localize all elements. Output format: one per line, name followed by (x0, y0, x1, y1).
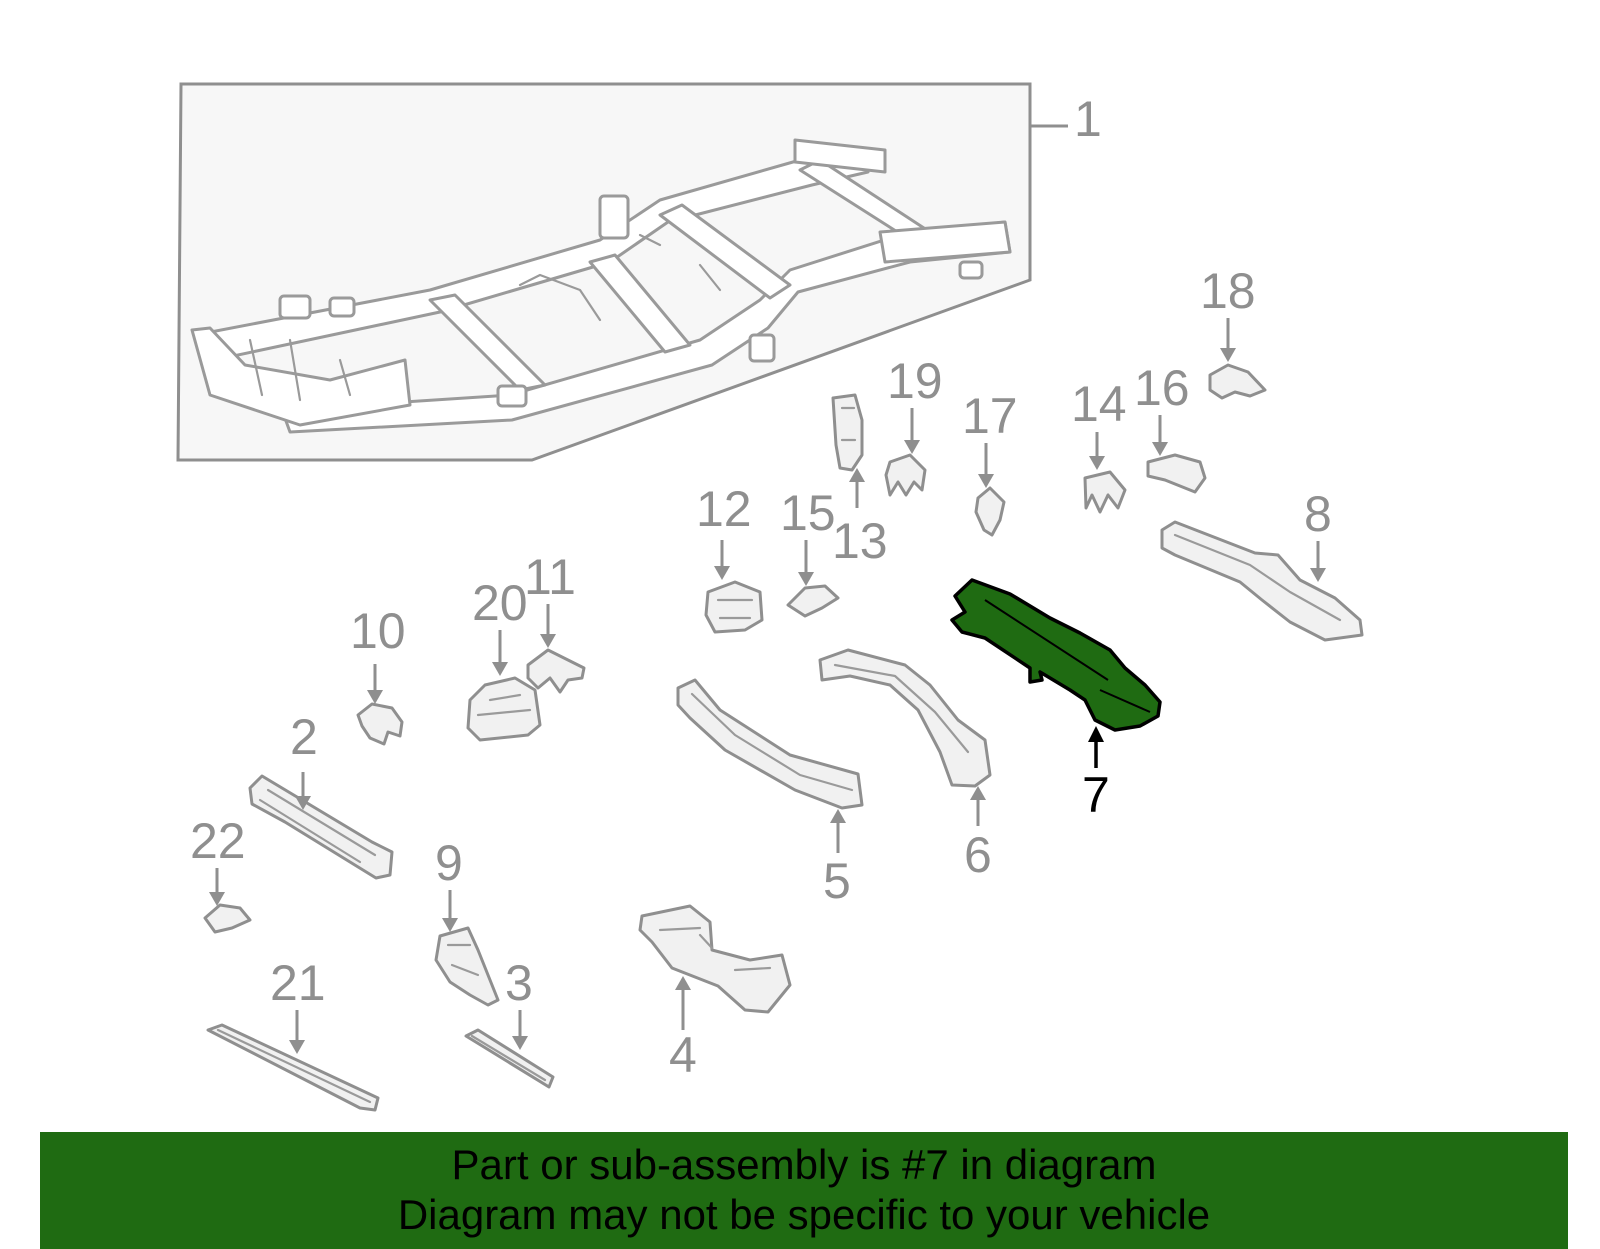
callout-11[interactable]: 11 (524, 549, 576, 605)
part-5-illustration (676, 678, 864, 810)
callout-6[interactable]: 6 (964, 827, 992, 883)
part-10-illustration (356, 702, 404, 746)
callout-1[interactable]: 1 (1074, 91, 1102, 147)
frame-assembly-illustration (176, 82, 1032, 462)
callout-2[interactable]: 2 (290, 709, 318, 765)
part-21-illustration (206, 1023, 380, 1112)
part-18-illustration (1208, 363, 1267, 400)
part-3-illustration (464, 1028, 555, 1089)
callout-4[interactable]: 4 (669, 1027, 697, 1083)
callout-22[interactable]: 22 (190, 813, 246, 869)
part-4-illustration (638, 904, 792, 1014)
callout-19[interactable]: 19 (887, 353, 943, 409)
banner-line-disclaimer: Diagram may not be specific to your vehi… (397, 1191, 1211, 1238)
callout-9[interactable]: 9 (435, 835, 463, 891)
callout-17[interactable]: 17 (962, 388, 1018, 444)
callout-5[interactable]: 5 (823, 853, 851, 909)
part-13-illustration (831, 393, 864, 472)
callout-16[interactable]: 16 (1134, 360, 1190, 416)
part-9-illustration (434, 926, 500, 1007)
callout-labels: 1 2 3 4 5 6 7 8 9 10 11 12 13 14 15 16 1… (190, 91, 1332, 1083)
callout-7[interactable]: 7 (1082, 767, 1110, 823)
part-12-illustration (704, 580, 764, 634)
part-20-illustration (466, 676, 542, 742)
part-2-illustration (248, 774, 394, 880)
callout-15[interactable]: 15 (780, 485, 836, 541)
part-17-illustration (974, 486, 1006, 537)
callout-10[interactable]: 10 (350, 603, 406, 659)
part-19-illustration (884, 453, 927, 497)
part-11-illustration (526, 648, 586, 694)
part-14-illustration (1083, 470, 1127, 514)
part-6-illustration (818, 648, 992, 788)
part-8-illustration (1160, 520, 1364, 642)
part-16-illustration (1146, 453, 1207, 494)
callout-8[interactable]: 8 (1304, 486, 1332, 542)
part-15-illustration (786, 584, 840, 618)
info-banner: Part or sub-assembly is #7 in diagram Di… (40, 1132, 1568, 1249)
leader-lines (209, 318, 1326, 1054)
callout-14[interactable]: 14 (1071, 376, 1127, 432)
callout-13[interactable]: 13 (832, 513, 888, 569)
callout-18[interactable]: 18 (1200, 263, 1256, 319)
callout-20[interactable]: 20 (472, 575, 528, 631)
banner-line-part-number: Part or sub-assembly is #7 in diagram (451, 1141, 1157, 1188)
part-22-illustration (203, 903, 252, 934)
callout-21[interactable]: 21 (270, 955, 326, 1011)
part-7-highlighted[interactable] (950, 578, 1162, 732)
callout-12[interactable]: 12 (696, 481, 752, 537)
callout-3[interactable]: 3 (505, 955, 533, 1011)
